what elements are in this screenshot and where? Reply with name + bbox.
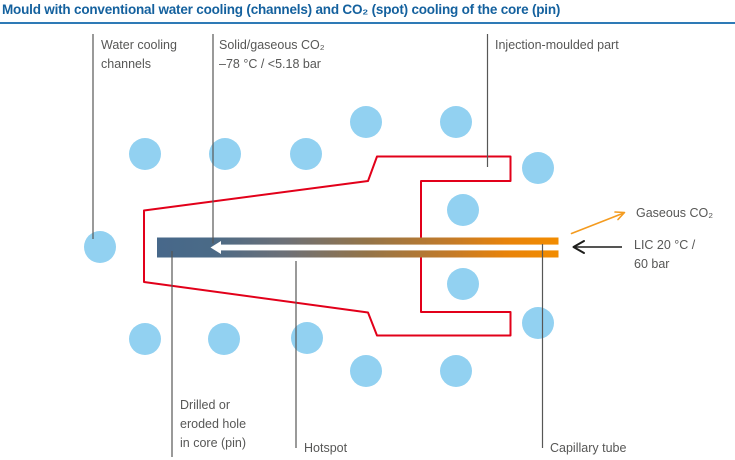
water-channel-circle — [208, 323, 240, 355]
hotspot-label-text: Hotspot — [304, 441, 348, 455]
lic-label: LIC 20 °C / 60 bar — [634, 236, 695, 274]
solid-co2-label-line1: Solid/gaseous CO₂ — [219, 38, 325, 52]
water-channel-circle — [84, 231, 116, 263]
lic-arrow-head — [572, 240, 585, 254]
gaseous-co2-arrow-shaft — [570, 212, 624, 235]
water-channel-circle — [290, 138, 322, 170]
drilled-hole-label: Drilled or eroded hole in core (pin) — [180, 396, 246, 453]
water-channel-circle — [447, 268, 479, 300]
figure-title: Mould with conventional water cooling (c… — [2, 2, 561, 17]
water-channel-circle — [350, 355, 382, 387]
mould-contour — [143, 155, 512, 337]
water-channel-circle — [522, 152, 554, 184]
water-channels-group — [84, 106, 554, 387]
water-cooling-label-line2: channels — [101, 57, 152, 71]
gaseous-co2-label: Gaseous CO₂ — [636, 204, 713, 223]
drilled-hole-label-line3: in core (pin) — [180, 436, 246, 450]
water-channel-circle — [447, 194, 479, 226]
water-channel-circle — [522, 307, 554, 339]
capillary-arrowhead — [210, 241, 221, 254]
gaseous-co2-arrow-head — [614, 211, 626, 221]
drilled-hole-label-line2: eroded hole — [180, 417, 247, 431]
capillary-tube-label-text: Capillary tube — [550, 441, 627, 455]
water-channel-circle — [129, 323, 161, 355]
injection-moulded-part-label-text: Injection-moulded part — [495, 38, 619, 52]
title-rule — [0, 22, 735, 24]
lic-label-line1: LIC 20 °C / — [634, 238, 696, 252]
gaseous-co2-label-text: Gaseous CO₂ — [636, 206, 714, 220]
lic-label-line2: 60 bar — [634, 257, 670, 271]
water-channel-circle — [350, 106, 382, 138]
solid-co2-label: Solid/gaseous CO₂ –78 °C / <5.18 bar — [219, 36, 325, 74]
water-channel-circle — [440, 106, 472, 138]
hotspot-label: Hotspot — [304, 439, 347, 458]
injection-moulded-part-label: Injection-moulded part — [495, 36, 619, 55]
capillary-stripe — [219, 244, 559, 251]
water-cooling-label-line1: Water cooling — [101, 38, 177, 52]
drilled-hole-label-line1: Drilled or — [180, 398, 231, 412]
water-channel-circle — [129, 138, 161, 170]
water-cooling-label: Water cooling channels — [101, 36, 177, 74]
solid-co2-label-line2: –78 °C / <5.18 bar — [219, 57, 321, 71]
capillary-tube-label: Capillary tube — [550, 439, 626, 458]
water-channel-circle — [440, 355, 472, 387]
water-channel-circle — [291, 322, 323, 354]
water-channel-circle — [209, 138, 241, 170]
